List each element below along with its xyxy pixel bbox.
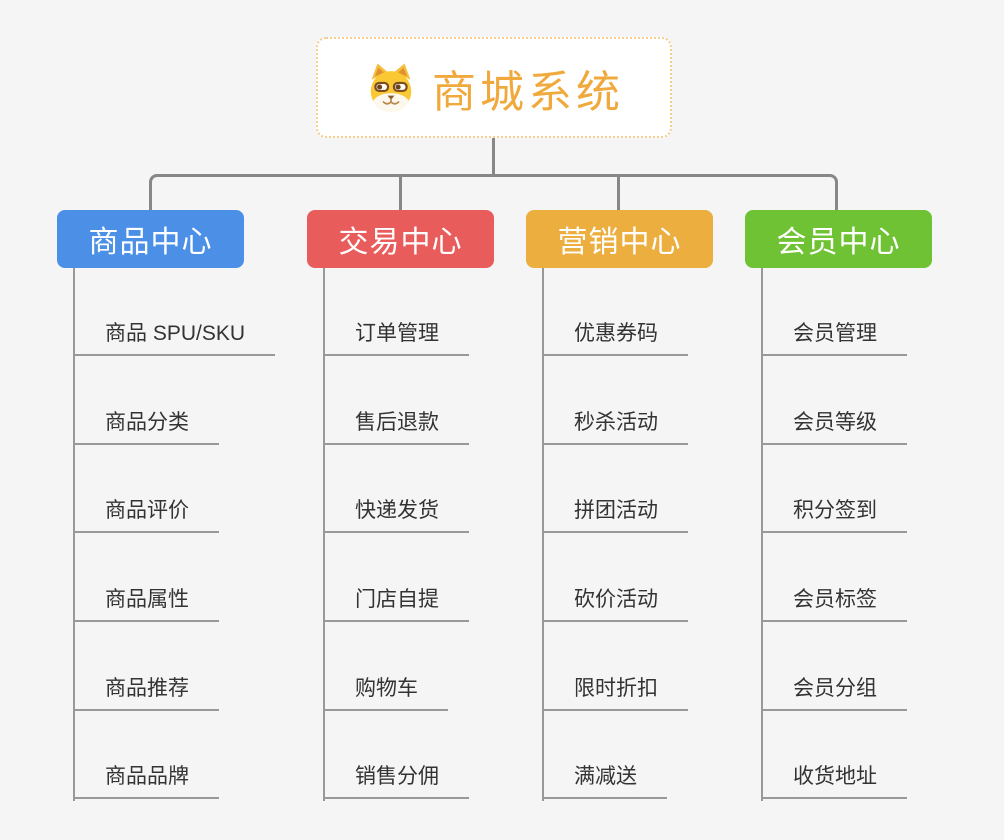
leaf-node[interactable]: 商品属性 [73, 586, 219, 622]
leaf-node[interactable]: 收货地址 [761, 763, 907, 799]
leaf-node[interactable]: 门店自提 [323, 586, 469, 622]
root-node-mall-system[interactable]: 商城系统 [316, 37, 672, 138]
leaf-node[interactable]: 会员等级 [761, 409, 907, 445]
leaf-node[interactable]: 砍价活动 [542, 586, 688, 622]
leaf-node[interactable]: 拼团活动 [542, 497, 688, 533]
leaf-node[interactable]: 快递发货 [323, 497, 469, 533]
leaf-node[interactable]: 商品 SPU/SKU [73, 320, 276, 356]
leaf-node[interactable]: 会员标签 [761, 586, 907, 622]
branch-child-line [73, 268, 75, 801]
leaf-node[interactable]: 限时折扣 [542, 675, 688, 711]
leaf-node[interactable]: 售后退款 [323, 409, 469, 445]
dog-face-icon [370, 63, 412, 112]
branch-node-1[interactable]: 商品中心 [57, 210, 244, 268]
branch-connector-elbow-right [493, 174, 838, 211]
leaf-node[interactable]: 商品推荐 [73, 675, 219, 711]
leaf-node[interactable]: 满减送 [542, 763, 667, 799]
leaf-node[interactable]: 会员分组 [761, 675, 907, 711]
leaf-node[interactable]: 秒杀活动 [542, 409, 688, 445]
leaf-node[interactable]: 购物车 [323, 675, 448, 711]
root-node-title: 商城系统 [432, 67, 624, 117]
leaf-node[interactable]: 积分签到 [761, 497, 907, 533]
leaf-node[interactable]: 商品品牌 [73, 763, 219, 799]
leaf-node[interactable]: 订单管理 [323, 320, 469, 356]
branch-child-line [542, 268, 544, 801]
branch-connector-drop-2 [399, 174, 402, 211]
leaf-node[interactable]: 商品评价 [73, 497, 219, 533]
branch-node-4[interactable]: 会员中心 [745, 210, 932, 268]
branch-child-line [761, 268, 763, 801]
branch-connector-drop-3 [617, 174, 620, 211]
leaf-node[interactable]: 销售分佣 [323, 763, 469, 799]
branch-node-2[interactable]: 交易中心 [307, 210, 494, 268]
branch-child-line [323, 268, 325, 801]
branch-connector-elbow-left [149, 174, 494, 211]
leaf-node[interactable]: 会员管理 [761, 320, 907, 356]
root-connector-stub [492, 138, 495, 175]
leaf-node[interactable]: 商品分类 [73, 409, 219, 445]
leaf-node[interactable]: 优惠券码 [542, 320, 688, 356]
branch-node-3[interactable]: 营销中心 [526, 210, 713, 268]
